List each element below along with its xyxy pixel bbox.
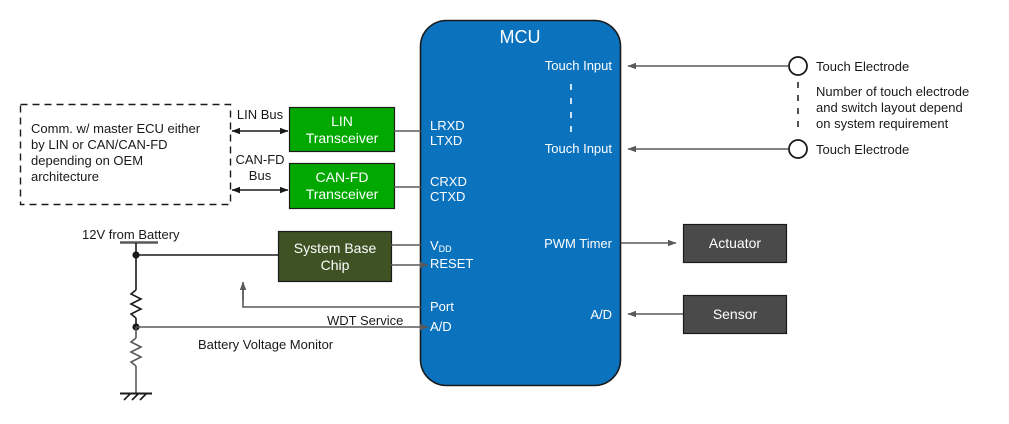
- resistor-upper: [129, 289, 143, 319]
- actuator-block[interactable]: [682, 223, 788, 264]
- ground-hatch-2: [131, 393, 139, 401]
- lin-transceiver-block[interactable]: [288, 106, 396, 153]
- wdt-service-label: WDT Service: [327, 313, 404, 328]
- mcu-pin-port: Port: [430, 299, 454, 314]
- mcu-pin-ctxd: CTXD: [430, 189, 466, 204]
- can-fd-transceiver-block[interactable]: [288, 162, 396, 210]
- ecu-note-box: [19, 103, 232, 206]
- mcu-pin-touch-input-top: Touch Input: [544, 58, 612, 73]
- resistor-lower: [129, 337, 143, 367]
- battery-voltage-monitor-label: Battery Voltage Monitor: [198, 337, 334, 352]
- mcu-pin-reset: RESET: [430, 256, 474, 271]
- mcu-pin-ad-right: A/D: [590, 307, 612, 322]
- touch-electrode-top-terminal[interactable]: [788, 56, 808, 76]
- ecu-note-text: Comm. w/ master ECU either by LIN or CAN…: [31, 121, 201, 184]
- mcu-pin-lrxd: LRXD: [430, 118, 465, 133]
- ground-hatch-3: [139, 393, 147, 401]
- mcu-pin-touch-input-bottom: Touch Input: [544, 141, 612, 156]
- mcu-pin-ad-left: A/D: [430, 319, 452, 334]
- mcu-pin-ltxd: LTXD: [430, 133, 463, 148]
- touch-electrode-note: Number of touch electrode and switch lay…: [816, 84, 970, 131]
- wdt-service-wire: [242, 289, 421, 308]
- touch-electrode-bottom-label: Touch Electrode: [816, 142, 910, 157]
- system-base-chip-block[interactable]: [277, 230, 393, 283]
- lin-bus-label: LIN Bus: [236, 107, 284, 122]
- can-fd-bus-label: CAN-FD Bus: [235, 152, 285, 183]
- mcu-pin-crxd: CRXD: [430, 174, 467, 189]
- touch-electrode-bottom-terminal[interactable]: [788, 139, 808, 159]
- mcu-title: MCU: [499, 27, 541, 47]
- battery-source-label: 12V from Battery: [82, 227, 180, 242]
- mcu-pin-vdd: VDD: [430, 238, 452, 255]
- touch-electrode-top-label: Touch Electrode: [816, 59, 910, 74]
- mcu-pin-vdd-subscript: DD: [438, 244, 452, 254]
- mcu-pin-vdd-main: V: [430, 238, 439, 253]
- sensor-block[interactable]: [682, 294, 788, 335]
- mcu-pin-pwm-timer: PWM Timer: [544, 236, 612, 251]
- ground-hatch-1: [123, 393, 131, 401]
- mcu-block[interactable]: [419, 19, 622, 387]
